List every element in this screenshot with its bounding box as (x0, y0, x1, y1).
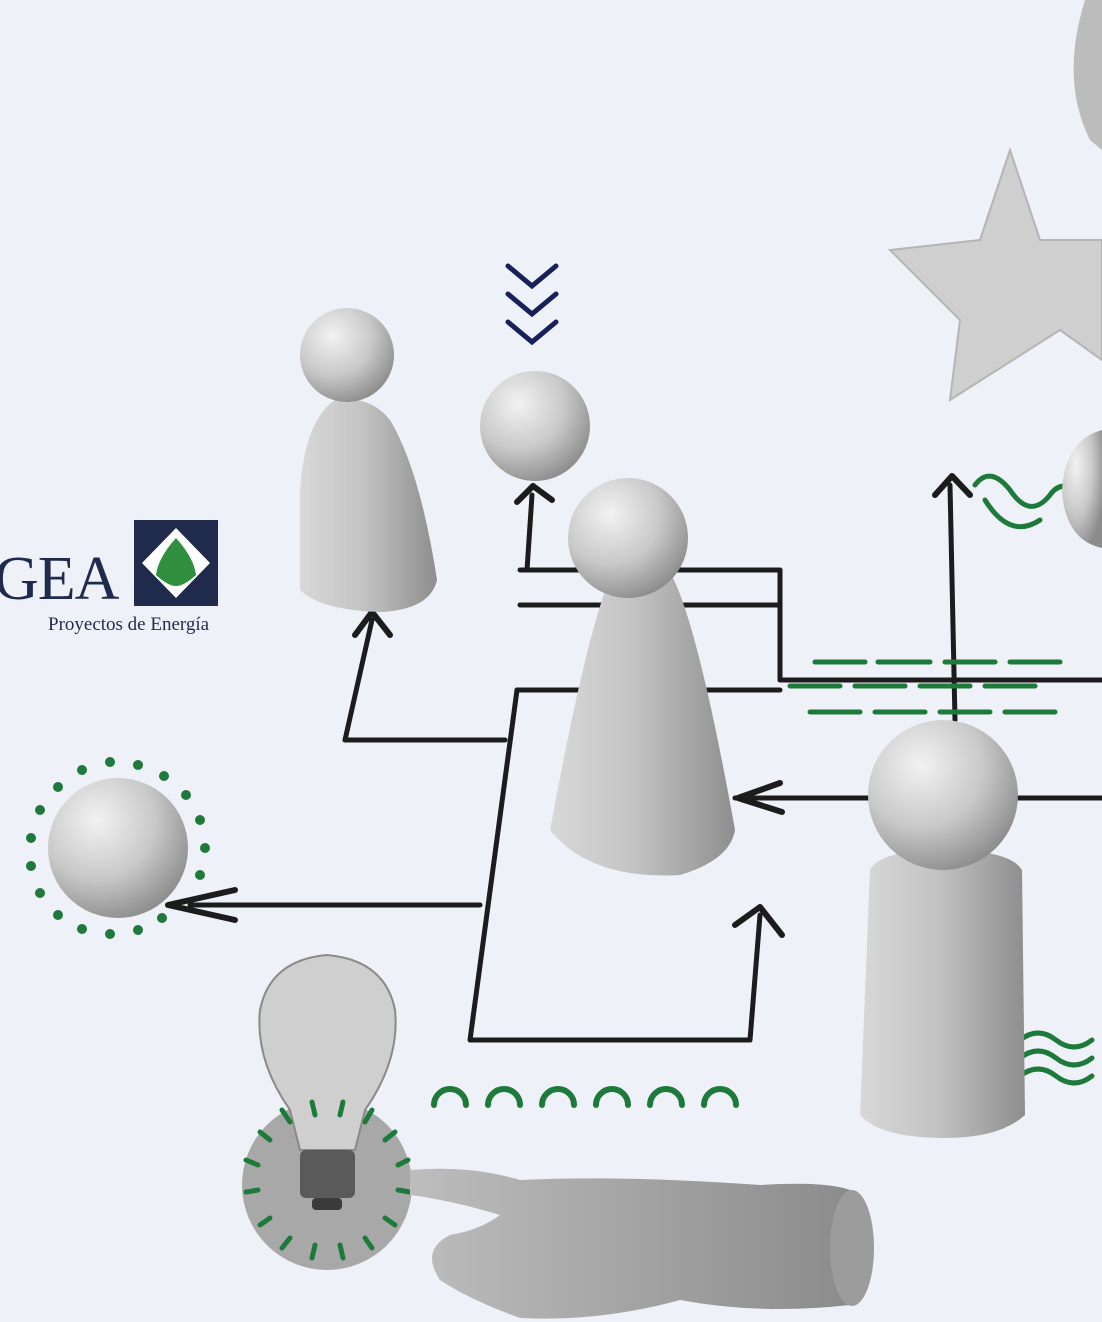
hand (410, 1168, 866, 1319)
arrow-icon (165, 473, 973, 938)
logo-wordmark: GEA (0, 545, 119, 613)
logo-tagline: Proyectos de Energía (48, 614, 210, 635)
ball-top (480, 371, 590, 481)
top-right-shape (1073, 0, 1102, 150)
bulb-rays (243, 1099, 413, 1261)
star-shape (887, 146, 1102, 402)
pawn-right (860, 720, 1025, 1138)
ball-left (48, 778, 188, 918)
chevron-stack-icon (505, 263, 559, 346)
arch-row (431, 1086, 739, 1108)
lightbulb-icon (258, 953, 397, 1210)
cone-piece (550, 478, 735, 876)
pawn-left (300, 308, 437, 612)
green-dashes (787, 659, 1063, 715)
ball-right-edge (1062, 430, 1102, 548)
logo-icon (134, 520, 218, 606)
dotted-ring (26, 757, 210, 939)
